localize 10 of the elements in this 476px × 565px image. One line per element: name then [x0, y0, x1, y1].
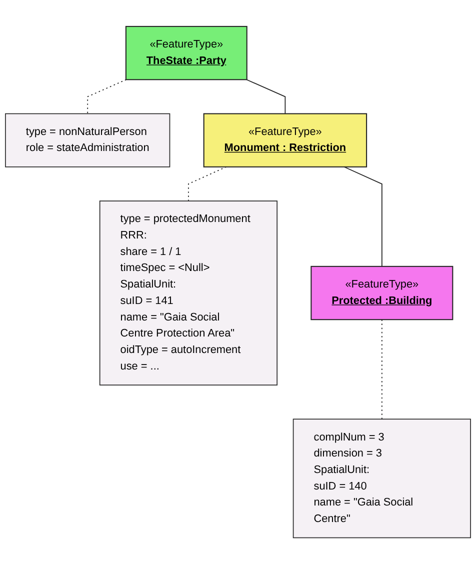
node-box: «FeatureType» Monument : Restriction — [203, 114, 368, 168]
node-box: «FeatureType» Protected :Building — [310, 266, 454, 320]
connector — [87, 80, 127, 115]
node-box: complNum = 3 dimension = 3 SpatialUnit: suID = 140 name = "Gaia Social Centre" — [292, 419, 471, 539]
connector — [246, 80, 286, 115]
node-box: type = protectedMonument RRR: share = 1 / 1 timeSpec = <Null> SpatialUnit: suID = 141 name = "Gaia Social Centre Protection Area" oidType = autoIncrement use = ... — [99, 200, 278, 386]
connector — [381, 320, 382, 420]
node-box: type = nonNaturalPerson role = stateAdministration — [5, 114, 170, 168]
connector — [344, 166, 382, 268]
node-box: «FeatureType» TheState :Party — [125, 26, 248, 81]
